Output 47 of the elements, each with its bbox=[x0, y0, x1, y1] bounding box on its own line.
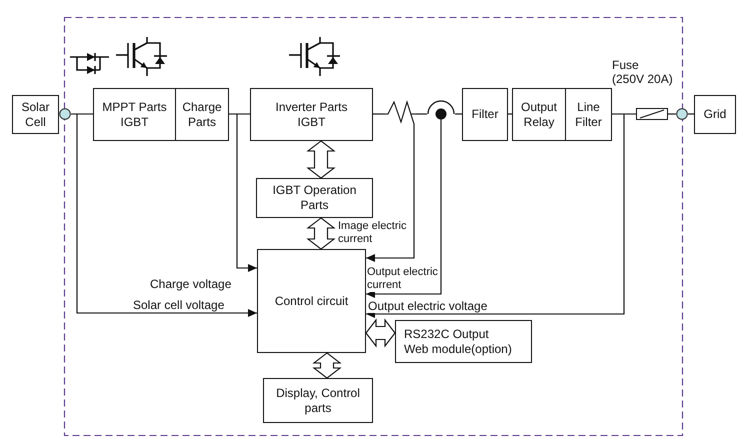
process-box bbox=[93, 88, 176, 141]
process-box bbox=[175, 88, 229, 141]
box-label: Control circuit bbox=[274, 294, 348, 308]
terminal-icon bbox=[676, 108, 688, 120]
box-label: Filter bbox=[472, 107, 498, 122]
box-label: Inverter Parts IGBT bbox=[274, 100, 349, 130]
double-block-arrow bbox=[365, 318, 396, 348]
edge-label: Solar cell voltage bbox=[133, 298, 224, 312]
fuse-label: (250V 20A) bbox=[612, 72, 673, 86]
box-label: IGBT Operation Parts bbox=[272, 183, 358, 213]
process-box bbox=[256, 178, 373, 218]
box-label: MPPT Parts IGBT bbox=[101, 100, 168, 130]
arrow bbox=[366, 124, 442, 298]
wire-line bbox=[688, 113, 694, 115]
box-label: Charge Parts bbox=[181, 100, 223, 130]
wire-line bbox=[373, 113, 384, 115]
edge-label: Output electric voltage bbox=[368, 299, 488, 313]
process-box bbox=[395, 320, 532, 363]
process-box bbox=[512, 88, 566, 141]
process-box bbox=[694, 95, 736, 134]
process-box bbox=[250, 88, 373, 141]
arrow bbox=[366, 128, 415, 262]
wire-line bbox=[455, 113, 462, 115]
box-label: Display, Control parts bbox=[275, 386, 361, 416]
wire-line bbox=[416, 113, 427, 115]
arrow bbox=[229, 113, 257, 272]
double-block-arrow bbox=[306, 140, 336, 179]
box-label: Solar Cell bbox=[20, 100, 50, 130]
box-label: Output Relay bbox=[520, 100, 558, 130]
process-box bbox=[12, 95, 59, 134]
edge-label: Output electric current bbox=[367, 266, 440, 292]
process-box bbox=[462, 88, 508, 141]
wire-line bbox=[668, 113, 676, 115]
process-box bbox=[257, 249, 366, 353]
inductor-icon bbox=[384, 100, 416, 128]
terminal-icon bbox=[59, 108, 71, 120]
fuse-label: Fuse bbox=[612, 58, 639, 72]
box-label: Line Filter bbox=[574, 100, 603, 130]
process-box bbox=[565, 88, 612, 141]
box-label: RS232C Output Web module(option) bbox=[404, 326, 513, 356]
process-box bbox=[263, 378, 373, 423]
double-block-arrow bbox=[312, 352, 342, 379]
double-block-arrow bbox=[306, 217, 336, 250]
current-sensor-icon bbox=[427, 99, 455, 124]
box-label: Grid bbox=[704, 107, 726, 122]
arrow bbox=[366, 113, 625, 318]
edge-label: Charge voltage bbox=[150, 277, 232, 291]
